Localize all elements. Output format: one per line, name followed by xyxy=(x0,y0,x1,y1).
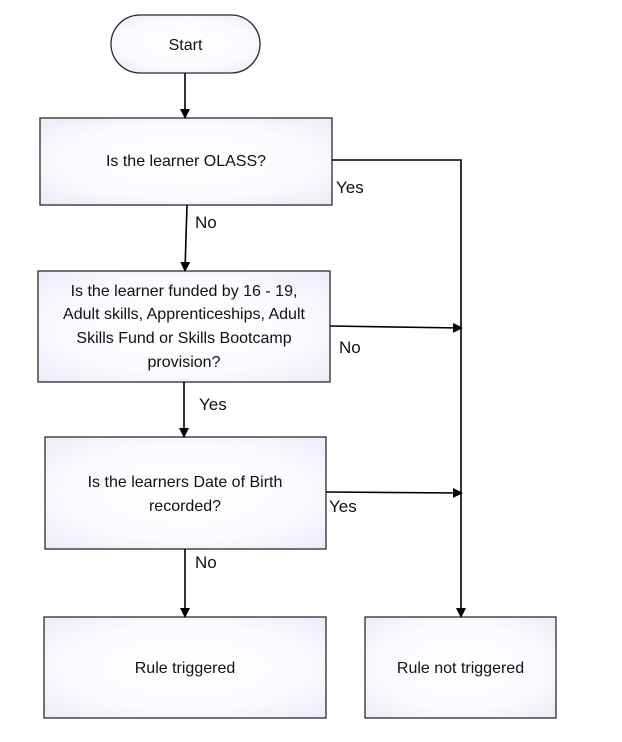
funding-question-line-3: Skills Fund or Skills Bootcamp xyxy=(76,330,291,347)
edge-funding-no xyxy=(329,322,463,333)
edge-olass-to-funding xyxy=(180,204,191,272)
dob-no-label: No xyxy=(195,553,217,572)
dob-question-line-2: recorded? xyxy=(149,498,221,515)
funding-no-label: No xyxy=(339,338,361,357)
olass-question: Is the learner OLASS? xyxy=(106,153,266,170)
dob-decision-box: Is the learners Date of Birth recorded? xyxy=(44,436,327,550)
funding-question-line-1: Is the learner funded by 16 - 19, xyxy=(71,283,298,300)
dob-question-line-1: Is the learners Date of Birth xyxy=(88,474,283,491)
rule-triggered-label: Rule triggered xyxy=(135,660,236,677)
dob-yes-label: Yes xyxy=(329,497,357,516)
funding-question-line-2: Adult skills, Apprenticeships, Adult xyxy=(63,306,305,323)
start-label: Start xyxy=(169,37,203,54)
olass-yes-label: Yes xyxy=(336,178,364,197)
edge-olass-yes-path xyxy=(332,159,462,243)
rule-triggered-box: Rule triggered xyxy=(43,616,327,719)
rule-not-triggered-box: Rule not triggered xyxy=(364,616,557,719)
olass-decision-box: Is the learner OLASS? xyxy=(39,117,333,206)
start-node: Start xyxy=(110,14,261,74)
rule-not-triggered-label: Rule not triggered xyxy=(397,660,524,677)
funding-decision-box: Is the learner funded by 16 - 19, Adult … xyxy=(37,270,331,383)
olass-no-label: No xyxy=(195,213,217,232)
edge-dob-yes xyxy=(325,487,463,498)
funding-yes-label: Yes xyxy=(199,395,227,414)
funding-question-line-4: provision? xyxy=(148,354,221,371)
